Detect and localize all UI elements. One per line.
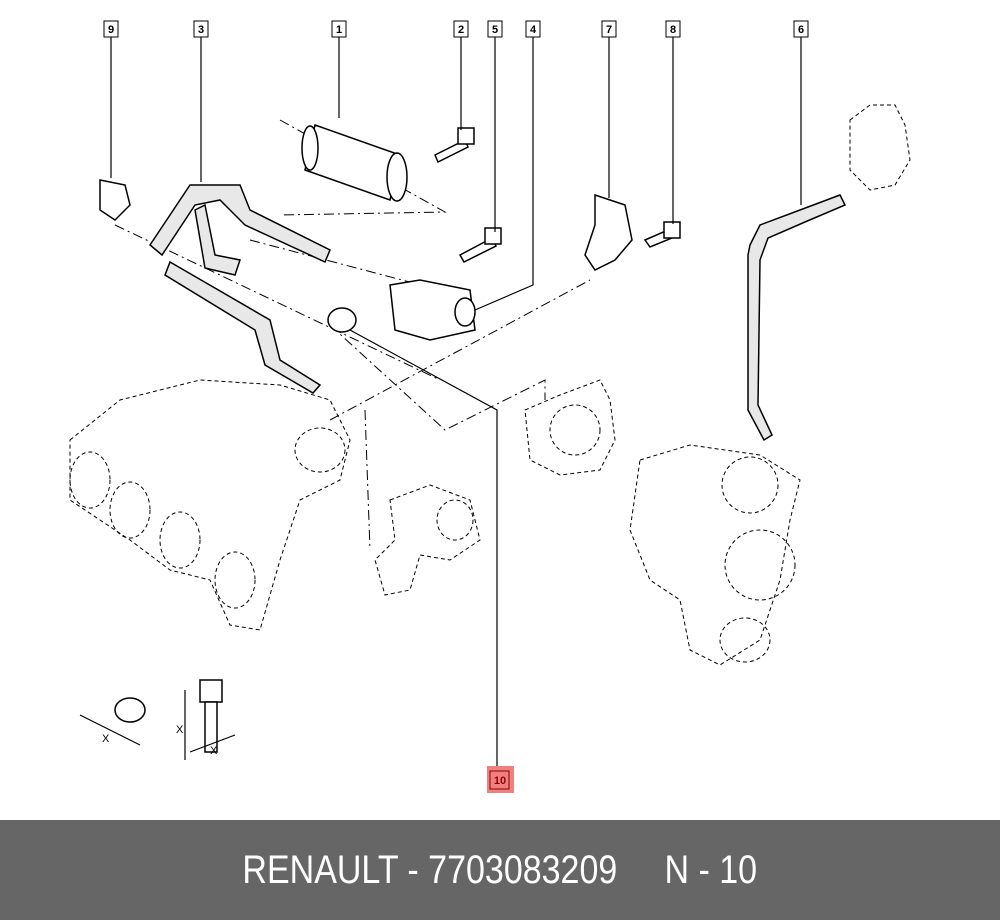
fuel-filter-part	[301, 124, 408, 202]
callout-3[interactable]: 3	[193, 20, 209, 38]
callout-7[interactable]: 7	[601, 20, 617, 38]
callout-2[interactable]: 2	[453, 20, 469, 38]
hose-assembly-3-part	[149, 184, 331, 394]
clip-9-part	[99, 179, 131, 221]
dimension-x-label: X	[176, 724, 184, 736]
callout-5[interactable]: 5	[487, 20, 503, 38]
clamp-part	[327, 307, 357, 333]
callout-10-highlighted[interactable]: 10	[487, 766, 514, 793]
valve-4-part	[389, 279, 476, 341]
bolt-5-part	[458, 227, 502, 263]
bracket-7-part	[584, 193, 633, 271]
intake-manifold-ghost	[69, 379, 351, 631]
clamp-dimension-detail: X	[79, 697, 146, 746]
callout-4[interactable]: 4	[525, 20, 541, 38]
callout-1[interactable]: 1	[331, 20, 347, 38]
callout-9[interactable]: 9	[103, 20, 119, 38]
footer-bar: RENAULT - 7703083209 N - 10	[0, 820, 1000, 920]
pump-ghost	[524, 379, 616, 476]
svg-text:2: 2	[458, 24, 464, 36]
part-number-caption: RENAULT - 7703083209 N - 10	[242, 847, 758, 892]
vacuum-pump-ghost	[849, 104, 911, 191]
callout-6[interactable]: 6	[793, 20, 809, 38]
svg-text:1: 1	[336, 24, 342, 36]
thermostat-housing-ghost	[374, 484, 481, 596]
dimension-x-label: X	[210, 745, 218, 757]
svg-text:9: 9	[108, 24, 114, 36]
svg-text:6: 6	[798, 24, 804, 36]
svg-text:7: 7	[606, 24, 612, 36]
svg-text:3: 3	[198, 24, 204, 36]
svg-text:5: 5	[492, 24, 498, 36]
callout-8[interactable]: 8	[665, 20, 681, 38]
bolt-8-part	[643, 221, 681, 248]
dimension-x-label: X	[102, 733, 110, 745]
svg-text:8: 8	[670, 24, 676, 36]
svg-text:4: 4	[530, 24, 537, 36]
parts-diagram: X X X 9 3 1 2 5 4 7 8 6 10	[69, 20, 911, 793]
turbocharger-ghost	[629, 444, 801, 666]
bolt-2-part	[434, 127, 475, 164]
bolt-dimension-detail: X X	[176, 679, 236, 760]
hose-6-part	[747, 194, 847, 442]
svg-text:10: 10	[494, 775, 506, 787]
